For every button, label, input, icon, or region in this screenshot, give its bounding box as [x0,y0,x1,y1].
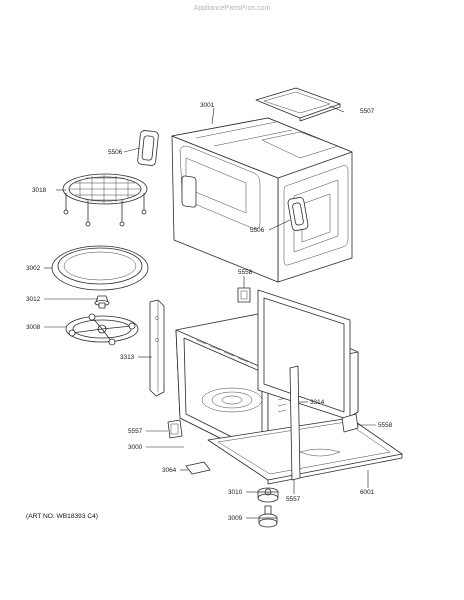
callout-5558-upper: 5558 [238,269,253,276]
callout-3313: 3313 [120,354,135,361]
art-number: (ART NO. WB18393 C4) [26,513,98,520]
waveguide-gasket-right[interactable] [287,197,309,231]
callout-3018: 3018 [32,187,47,194]
callout-3000: 3000 [128,444,143,451]
callout-5558-right: 5558 [378,422,393,429]
callout-labels: 3001 5507 5506 3018 5506 3002 5558 3012 … [26,102,393,522]
callout-3064: 3064 [162,467,177,474]
callout-3002: 3002 [26,265,41,272]
callout-5557-left: 5557 [128,428,143,435]
mounting-clip-right[interactable] [341,413,359,433]
callout-5506-left: 5506 [108,149,123,156]
side-bracket[interactable] [149,299,165,397]
top-vent-cover[interactable] [255,87,341,122]
wire-rack[interactable] [62,173,148,227]
waveguide-gasket-left[interactable] [137,130,159,166]
callout-5557-right: 5557 [286,496,301,503]
callout-3314: 3314 [310,399,325,406]
hinge-bracket-left[interactable] [167,419,183,439]
callout-3012: 3012 [26,296,41,303]
roller-ring-support[interactable] [65,313,139,346]
callout-3008: 3008 [26,324,41,331]
watermark: AppliancePartsPros.com [194,5,271,12]
callout-5507: 5507 [360,108,375,115]
callout-3001: 3001 [200,102,215,109]
turntable-coupler[interactable] [94,295,110,309]
callout-6001: 6001 [360,489,375,496]
glass-turntable-tray[interactable] [51,245,149,291]
motor-shaft-assembly[interactable] [258,505,278,528]
callout-3009: 3009 [228,515,243,522]
small-cover-plate[interactable] [185,461,211,475]
hinge-bracket-right[interactable] [289,365,301,481]
callout-3010: 3010 [228,489,243,496]
leader-lines [44,105,376,519]
mounting-clip-upper[interactable] [237,287,251,303]
bottom-plate[interactable] [207,417,403,485]
turntable-motor[interactable] [257,487,279,503]
outer-cabinet-wrapper[interactable] [171,117,353,283]
callout-5506-right: 5506 [250,227,265,234]
